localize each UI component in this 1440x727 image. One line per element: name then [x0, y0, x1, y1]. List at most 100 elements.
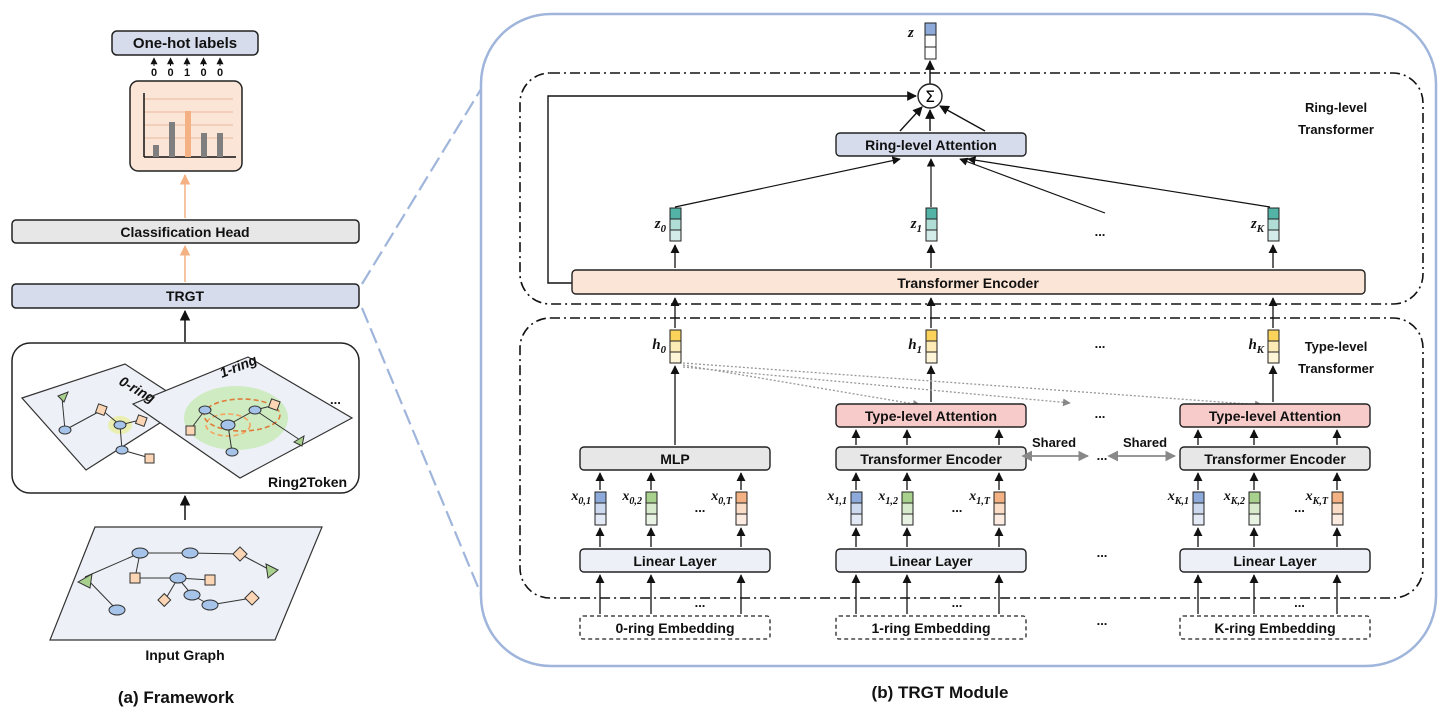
x-token-label-0-0: x0,1	[570, 489, 591, 507]
sum-symbol: Σ	[925, 87, 935, 106]
z-ellipsis: ...	[1095, 224, 1106, 239]
x-token-0-2	[735, 491, 748, 526]
type-attention-box-1	[835, 403, 1027, 428]
x-ellipsis: ...	[952, 500, 963, 515]
embedding-box-k	[1179, 615, 1371, 640]
trgt-box	[11, 283, 360, 309]
onehot-bit: 1	[184, 67, 190, 79]
onehot-bit: 0	[217, 67, 223, 79]
ring-transformer-encoder-box	[571, 269, 1366, 295]
ring-level-group	[519, 72, 1424, 305]
h-ellipsis: ...	[1095, 336, 1106, 351]
chart-bar	[185, 111, 191, 157]
h-tokens: h0 h1 hK	[652, 297, 1280, 445]
chart-bar	[217, 133, 223, 157]
ring2token-label: Ring2Token	[268, 474, 347, 490]
onehot-bit: 0	[167, 67, 173, 79]
onehot-labels-box	[111, 30, 259, 56]
embedding-label-1: 1-ring Embedding	[872, 620, 991, 636]
h-token-label-1: h1	[908, 337, 922, 356]
ring1-graph	[185, 398, 305, 457]
x-token-1-2	[993, 491, 1006, 526]
type-attention-box-k	[1179, 403, 1371, 428]
framework-caption: (a) Framework	[118, 688, 235, 707]
embedding-box-1	[835, 615, 1027, 640]
type-attention-ellipsis: ...	[1095, 406, 1106, 421]
type-transformer-encoder-label-k: Transformer Encoder	[1204, 451, 1346, 467]
x-token-label-1-2: x1,T	[968, 489, 991, 507]
type-attention-label-k: Type-level Attention	[1209, 408, 1341, 424]
onehot-arrows	[150, 57, 224, 66]
z-output-token	[924, 22, 937, 60]
onehot-bit: 0	[200, 67, 206, 79]
z-token-label-0: z0	[654, 216, 667, 235]
x-ellipsis: ...	[1294, 500, 1305, 515]
classification-head-box	[11, 219, 360, 244]
h-token-label-2: hK	[1248, 337, 1264, 356]
x-token-label-0-1: x0,2	[621, 489, 642, 507]
x-token-2-0	[1192, 491, 1205, 526]
type-level-group	[519, 317, 1424, 599]
x-token-0-1	[645, 491, 658, 526]
embedding-label-k: K-ring Embedding	[1214, 620, 1335, 636]
z-token-0	[669, 207, 682, 242]
z-token-2	[1267, 207, 1280, 242]
type-transformer-encoder-box-k	[1179, 446, 1371, 471]
ring-attention-box	[835, 132, 1027, 157]
input-graph-label: Input Graph	[145, 647, 224, 663]
linear-layer-box-1	[835, 548, 1027, 573]
h-token-0	[669, 329, 682, 364]
prediction-chart	[143, 93, 236, 158]
chart-bar	[153, 145, 159, 157]
classification-head-label: Classification Head	[120, 224, 249, 240]
type-transformer-encoder-label-1: Transformer Encoder	[860, 451, 1002, 467]
linear-layer-box-0	[579, 548, 771, 573]
linear-layer-label-0: Linear Layer	[633, 553, 717, 569]
onehot-bit: 0	[151, 67, 157, 79]
z-token-label-2: zK	[1250, 216, 1265, 235]
input-graph	[76, 546, 279, 616]
trgt-module-caption: (b) TRGT Module	[872, 683, 1009, 702]
shared-ellipsis: ...	[1097, 448, 1108, 463]
embedding-label-0: 0-ring Embedding	[616, 620, 735, 636]
x-token-2-2	[1331, 491, 1344, 526]
embedding-box-0	[579, 615, 771, 640]
ring-attention-label: Ring-level Attention	[865, 137, 997, 153]
type-level-group-label-1: Type-level	[1305, 339, 1368, 354]
x-token-label-2-2: xK,T	[1305, 489, 1329, 507]
zoom-line-bottom	[360, 307, 502, 641]
ring0-graph	[57, 391, 155, 464]
h0-to-type-attention-k	[682, 362, 1263, 409]
ring2token-ellipsis: ...	[330, 392, 341, 407]
z-output-label: z	[907, 25, 914, 41]
x-ellipsis: ...	[695, 500, 706, 515]
trgt-label: TRGT	[166, 288, 205, 304]
embedding-ellipsis: ...	[1097, 613, 1108, 628]
linear-layer-label-k: Linear Layer	[1233, 553, 1317, 569]
shared-label-left: Shared	[1032, 435, 1076, 450]
h0-to-type-attention-1	[682, 364, 921, 408]
h-token-label-0: h0	[652, 337, 666, 356]
onehot-labels-label: One-hot labels	[133, 35, 237, 52]
chart-bar	[169, 122, 175, 157]
ring-level-group-label-1: Ring-level	[1305, 100, 1367, 115]
x-token-label-2-0: xK,1	[1167, 489, 1189, 507]
zoom-line-top	[361, 57, 501, 285]
sum-node	[917, 83, 943, 109]
z-tokens: z0 z1 zK	[654, 207, 1280, 268]
x-token-label-1-0: x1,1	[826, 489, 847, 507]
z-token-label-1: z1	[910, 216, 922, 235]
trgt-module-panel: Ring-level Transformer Type-level Transf…	[479, 12, 1438, 702]
x-token-1-0	[850, 491, 863, 526]
mlp-label: MLP	[660, 451, 690, 467]
residual-arrow	[547, 91, 917, 284]
embedding-arrow-ellipsis: ...	[1294, 595, 1305, 610]
mlp-box	[579, 446, 771, 471]
x-token-label-1-1: x1,2	[877, 489, 898, 507]
ring-transformer-encoder-label: Transformer Encoder	[897, 275, 1039, 291]
z-token-1	[925, 207, 938, 242]
